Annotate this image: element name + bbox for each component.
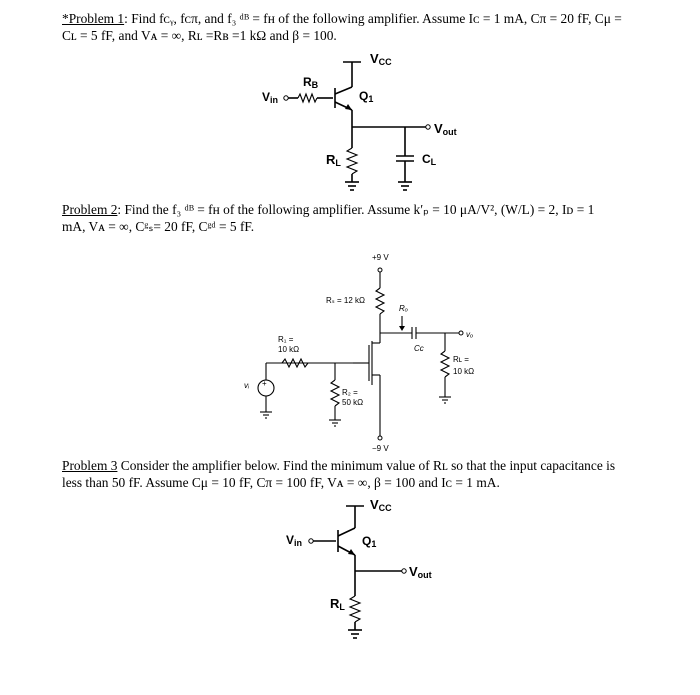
- c2-vi-label: vᵢ: [244, 381, 250, 390]
- c3-emitter-arrow: [348, 549, 355, 555]
- c1-rl-label: RL: [326, 152, 341, 168]
- c3-rl-label: RL: [330, 596, 345, 612]
- problem1-line2: Cʟ = 5 fF, and Vᴀ = ∞, Rʟ =Rʙ =1 kΩ and …: [62, 28, 337, 43]
- c1-cl-label: CL: [422, 152, 437, 167]
- c1-vin-terminal: [283, 95, 289, 101]
- problem1-heading: *Problem 1: [62, 11, 125, 26]
- c3-vin-terminal: [308, 538, 314, 544]
- c1-vcc-label: VCC: [370, 51, 392, 67]
- c3-vout-label: Vout: [409, 564, 432, 580]
- problem3-text: Problem 3 Consider the amplifier below. …: [62, 457, 662, 491]
- c2-vdd-terminal: [377, 267, 383, 273]
- c2-r2-resistor: [329, 379, 341, 407]
- c1-vout-terminal: [425, 124, 431, 130]
- c1-emitter-arrow: [345, 104, 352, 110]
- c2-vo-label: vₒ: [466, 330, 473, 339]
- c2-r1-resistor: [281, 357, 309, 369]
- c3-q1-label: Q1: [362, 534, 376, 549]
- problem3-heading: Problem 3: [62, 458, 118, 473]
- c2-rl-label-2: 10 kΩ: [453, 367, 474, 376]
- c2-r2-label-2: 50 kΩ: [342, 398, 363, 407]
- c2-rl-label-1: Rʟ =: [453, 355, 469, 364]
- c2-r1-label-2: 10 kΩ: [278, 345, 299, 354]
- c1-rl-resistor: [345, 147, 359, 175]
- c2-rs-label: Rₛ = 12 kΩ: [326, 296, 365, 305]
- c2-vss-terminal: [377, 435, 383, 441]
- problem2-line1: Problem 2: Find the f₃ ᵈᴮ = fʜ of the fo…: [62, 202, 595, 217]
- c2-vi-plus-icon: +: [262, 379, 267, 388]
- c3-rl-resistor: [348, 595, 362, 623]
- circuit1: VCC Vin RB Q1 Vout RL CL: [262, 51, 457, 191]
- problem2-heading: Problem 2: [62, 202, 118, 217]
- c2-vo-terminal: [458, 330, 464, 336]
- c1-bjt-collector: [334, 86, 353, 95]
- problem3-line1: Problem 3 Consider the amplifier below. …: [62, 458, 616, 473]
- c3-vcc-label: VCC: [370, 497, 392, 513]
- circuit2: +9 V Rₛ = 12 kΩ vₒ Cᴄ Rₒ Rʟ = 10 kΩ: [244, 253, 474, 453]
- c2-vdd-label: +9 V: [372, 253, 389, 262]
- problem2-text: Problem 2: Find the f₃ ᵈᴮ = fʜ of the fo…: [62, 201, 662, 235]
- c2-vss-label: −9 V: [372, 444, 389, 453]
- c3-vin-label: Vin: [286, 533, 302, 548]
- problem1-text: *Problem 1: Find fᴄᵧ, fᴄπ, and f₃ ᵈᴮ = f…: [62, 10, 662, 44]
- c2-r1-label-1: R₁ =: [278, 335, 294, 344]
- c3-bjt-collector: [337, 527, 356, 537]
- problem2-line2: mA, Vᴀ = ∞, Cᵍₛ= 20 fF, Cᵍᵈ = 5 fF.: [62, 219, 255, 234]
- c1-vin-label: Vin: [262, 90, 278, 105]
- problem1-line1: *Problem 1: Find fᴄᵧ, fᴄπ, and f₃ ᵈᴮ = f…: [62, 11, 622, 26]
- c2-ro-arrow: [399, 326, 405, 331]
- c2-cc-label: Cᴄ: [414, 344, 424, 353]
- c1-rb-label: RB: [303, 75, 319, 90]
- c2-ro-label: Rₒ: [399, 304, 408, 313]
- c2-rs-resistor: [374, 287, 386, 315]
- circuit3: VCC Vin Q1 Vout RL: [286, 497, 432, 639]
- c1-q1-label: Q1: [359, 89, 373, 104]
- c1-vout-label: Vout: [434, 121, 457, 137]
- c2-r2-label-1: R₂ =: [342, 388, 358, 397]
- c3-vout-terminal: [401, 568, 407, 574]
- problem3-line2: less than 50 fF. Assume Cμ = 10 fF, Cπ =…: [62, 475, 500, 490]
- c1-rb-resistor: [297, 92, 318, 104]
- c2-rl-resistor: [439, 350, 451, 378]
